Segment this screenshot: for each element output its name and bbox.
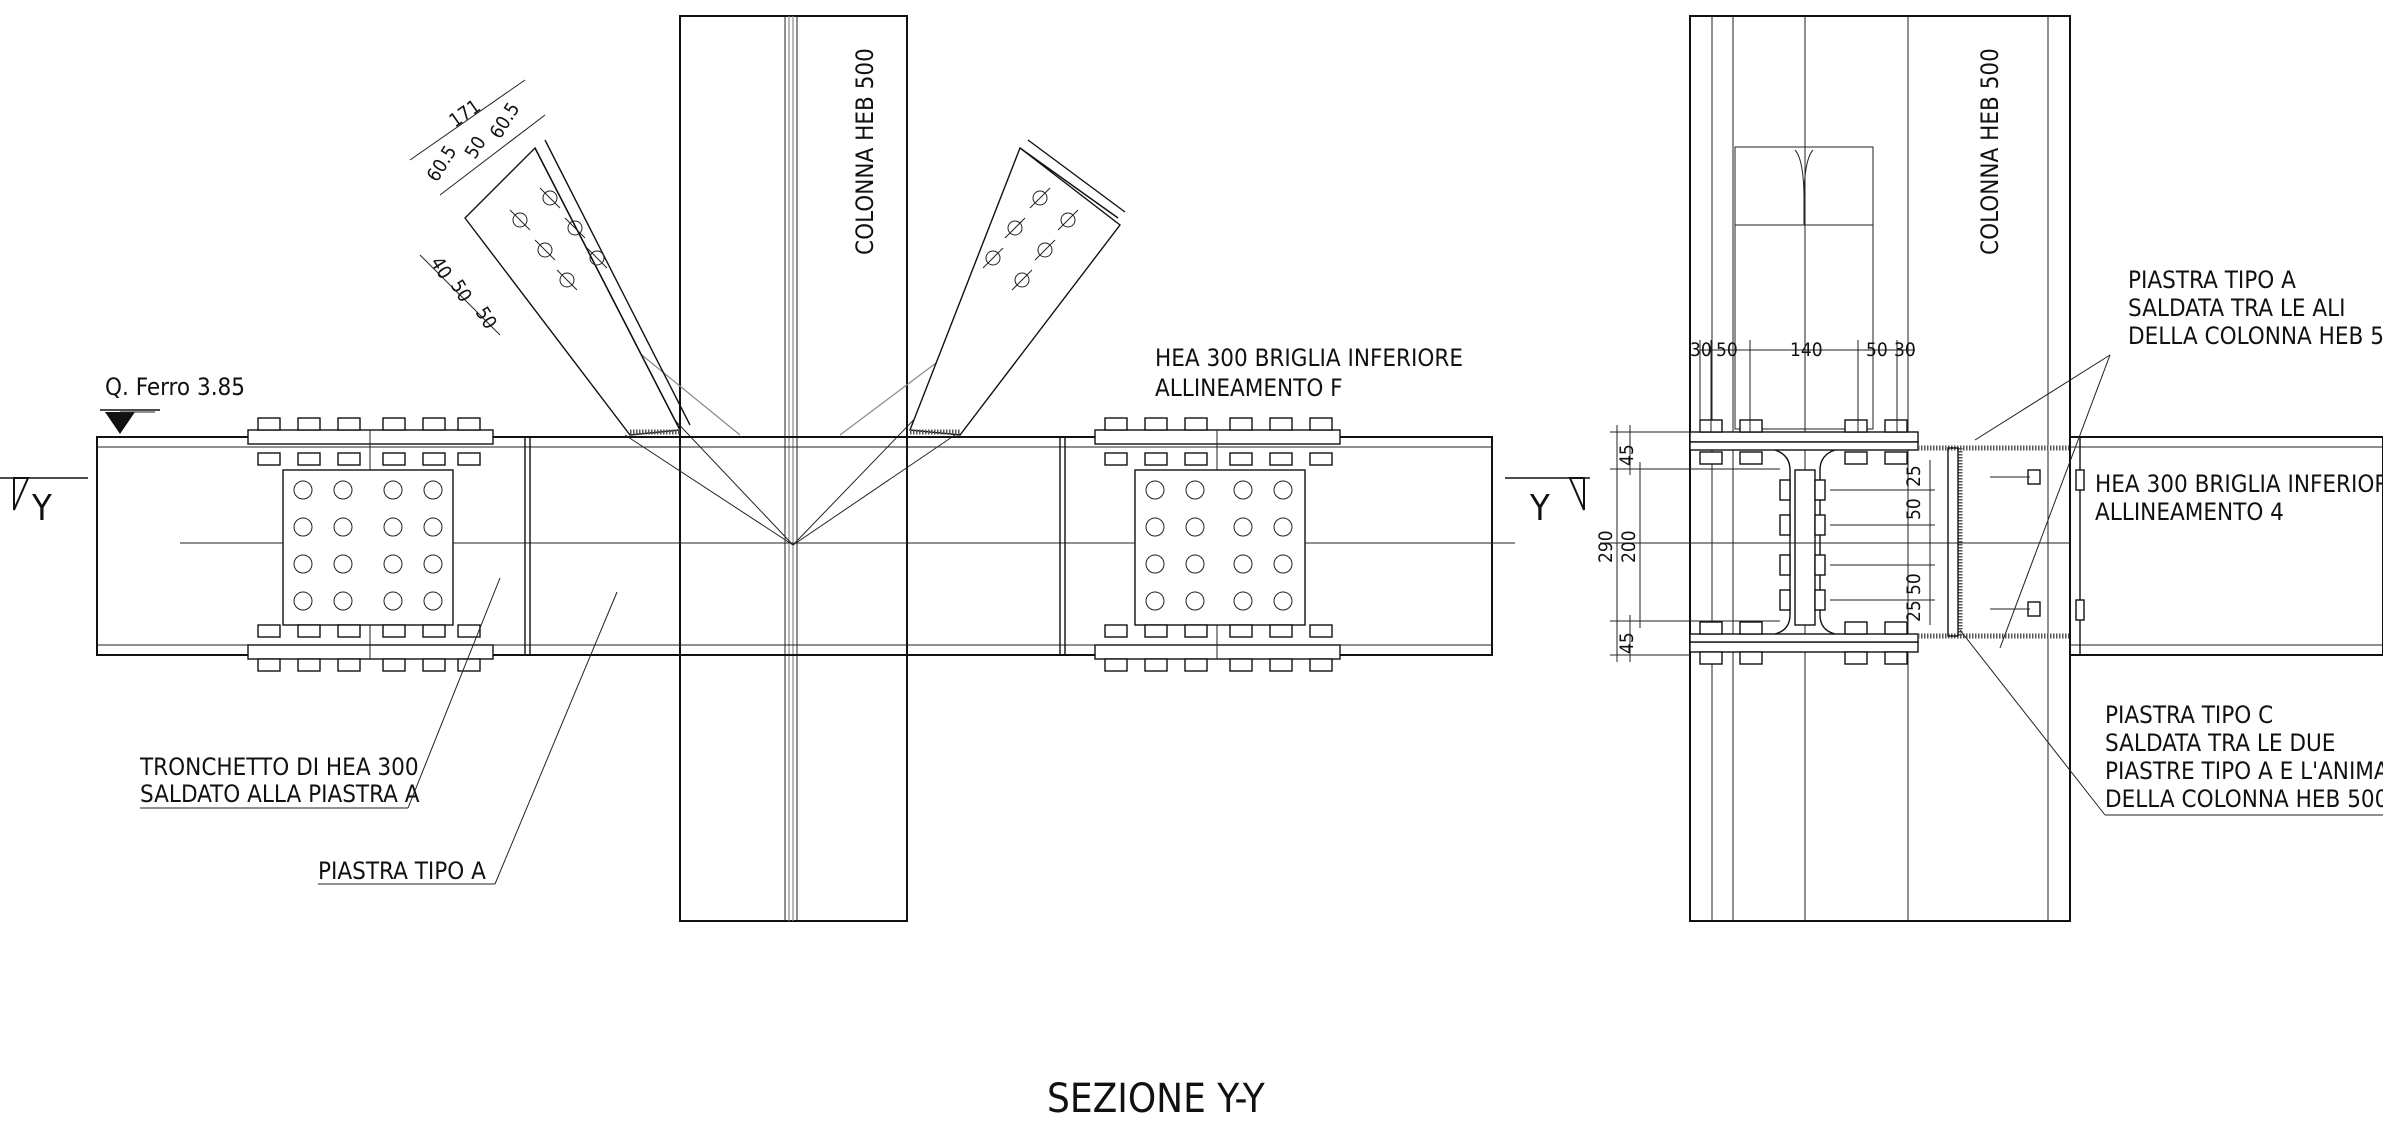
right-dim-lines (1600, 340, 2070, 662)
right-flange-bolts (1699, 419, 1908, 665)
beam-4-label-line1: HEA 300 BRIGLIA INFERIORE (2095, 470, 2383, 498)
beam-f-label-line2: ALLINEAMENTO F (1155, 374, 1343, 402)
splice-right-bolts (1145, 480, 1293, 611)
piastra-c-label-line4: DELLA COLONNA HEB 500 (2105, 785, 2383, 813)
dim-50-b: 50 (446, 276, 476, 306)
dim-top-30-a: 30 (1690, 339, 1712, 361)
piastra-c-label-line3: PIASTRE TIPO A E L'ANIMA (2105, 757, 2383, 785)
piastra-a-label-line2: SALDATA TRA LE ALI (2128, 294, 2346, 322)
splice-right-flange-bolts (1104, 417, 1333, 672)
right-flange-plates (1689, 431, 1919, 653)
right-view: 30 50 140 50 30 290 200 45 45 25 50 50 2… (1595, 15, 2383, 922)
tronchetto-label-line1: TRONCHETTO DI HEA 300 (139, 753, 419, 781)
section-marker-left: Y (0, 477, 88, 529)
column-heb500-left (679, 15, 908, 922)
dim-plate-50-a: 50 (1903, 498, 1925, 520)
right-diagonal-brace (909, 139, 1126, 436)
dim-60-5-a: 60.5 (423, 142, 462, 186)
beam-f-label-line1: HEA 300 BRIGLIA INFERIORE (1155, 344, 1463, 372)
section-cut-arrow-icon (13, 477, 30, 511)
dim-plate-25-bot: 25 (1903, 600, 1925, 622)
piastra-a-label-line1: PIASTRA TIPO A (2128, 266, 2296, 294)
dim-side-200: 200 (1618, 530, 1640, 563)
left-diagonal-brace (464, 139, 691, 436)
piastra-a-label-left: PIASTRA TIPO A (318, 857, 486, 885)
dim-40: 40 (426, 253, 456, 283)
dim-top-140: 140 (1790, 339, 1823, 361)
section-mark-left: Y (31, 488, 52, 529)
level-marker: Q. Ferro 3.85 (100, 373, 245, 434)
section-marker-right: Y (1505, 477, 1590, 529)
dim-side-45-top: 45 (1616, 444, 1638, 466)
dim-side-290: 290 (1595, 530, 1617, 563)
dim-50-c: 50 (471, 303, 501, 333)
splice-left-bolts (293, 480, 443, 611)
q-ferro-label: Q. Ferro 3.85 (105, 373, 245, 401)
column-heb500-label-right: COLONNA HEB 500 (1976, 48, 2004, 255)
dim-171: 171 (445, 95, 484, 132)
piastra-a-label-line3: DELLA COLONNA HEB 500 (2128, 322, 2383, 350)
piastra-c-label-line2: SALDATA TRA LE DUE (2105, 729, 2335, 757)
dim-60-5-b: 60.5 (486, 99, 525, 143)
splice-left-flange-bolts (257, 417, 481, 672)
section-cut-arrow-icon (1568, 477, 1585, 511)
piastra-c-label-line1: PIASTRA TIPO C (2105, 701, 2273, 729)
dim-top-50-b: 50 (1866, 339, 1888, 361)
dim-side-45-bot: 45 (1616, 632, 1638, 654)
level-triangle-icon (105, 412, 135, 434)
left-view: 171 60.5 50 60.5 40 50 50 (0, 15, 1590, 922)
tronchetto-label-line2: SALDATO ALLA PIASTRA A (140, 780, 420, 808)
dim-top-30-b: 30 (1894, 339, 1916, 361)
brace-bolts-left (509, 187, 608, 291)
section-title: SEZIONE Y-Y (1047, 1076, 1266, 1122)
beam-section-web (1774, 449, 1836, 635)
dim-plate-50-b: 50 (1903, 573, 1925, 595)
right-dimensions: 30 50 140 50 30 290 200 45 45 25 50 50 2… (1595, 339, 1925, 654)
section-mark-right: Y (1529, 488, 1550, 529)
column-heb500-label-left: COLONNA HEB 500 (851, 48, 879, 255)
dim-plate-25-top: 25 (1903, 465, 1925, 487)
brace-bolts-right (982, 187, 1079, 291)
splice-right (1094, 417, 1341, 672)
splice-left (247, 417, 494, 672)
beam-4-label-line2: ALLINEAMENTO 4 (2095, 498, 2284, 526)
beam-hea300-right (1918, 436, 2383, 656)
dim-50-a: 50 (461, 133, 491, 163)
dim-top-50-a: 50 (1716, 339, 1738, 361)
